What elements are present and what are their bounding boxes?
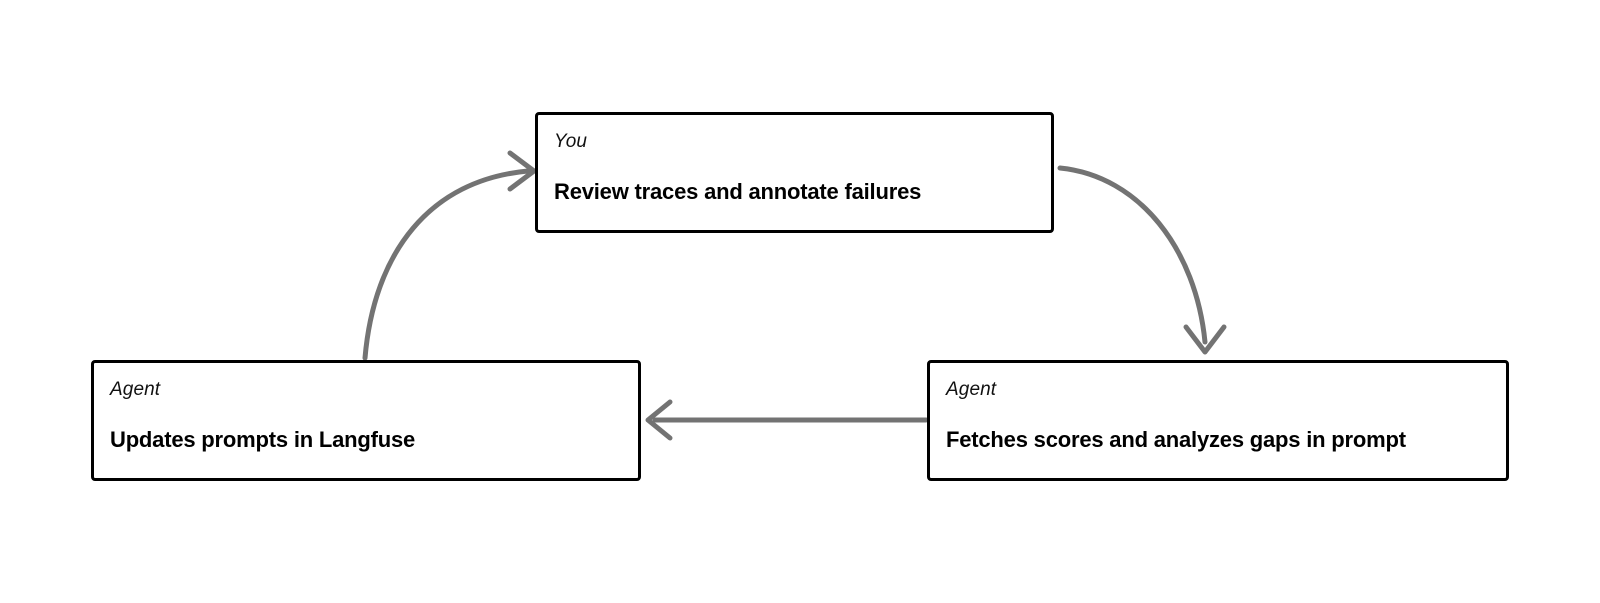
node-title-text: Updates prompts in Langfuse — [110, 427, 416, 452]
edge-fetches-to-updates — [645, 399, 929, 441]
node-role-label: Agent — [110, 379, 161, 400]
edge-curve — [362, 168, 531, 361]
node-role-label: Agent — [946, 379, 997, 400]
arrowhead-down-icon — [1183, 324, 1227, 355]
arrowhead-right-icon — [507, 150, 537, 192]
node-agent-updates[interactable]: Agent Updates prompts in Langfuse — [91, 360, 641, 481]
edge-you-to-fetches — [1057, 165, 1227, 355]
node-role-label: You — [554, 131, 588, 152]
arrowhead-left-icon — [645, 399, 673, 441]
node-agent-fetches[interactable]: Agent Fetches scores and analyzes gaps i… — [927, 360, 1509, 481]
node-title-text: Review traces and annotate failures — [554, 179, 922, 204]
edge-curve — [1057, 165, 1208, 345]
node-you-review[interactable]: You Review traces and annotate failures — [535, 112, 1054, 233]
edge-updates-to-you — [362, 150, 537, 361]
node-title-text: Fetches scores and analyzes gaps in prom… — [946, 427, 1406, 452]
